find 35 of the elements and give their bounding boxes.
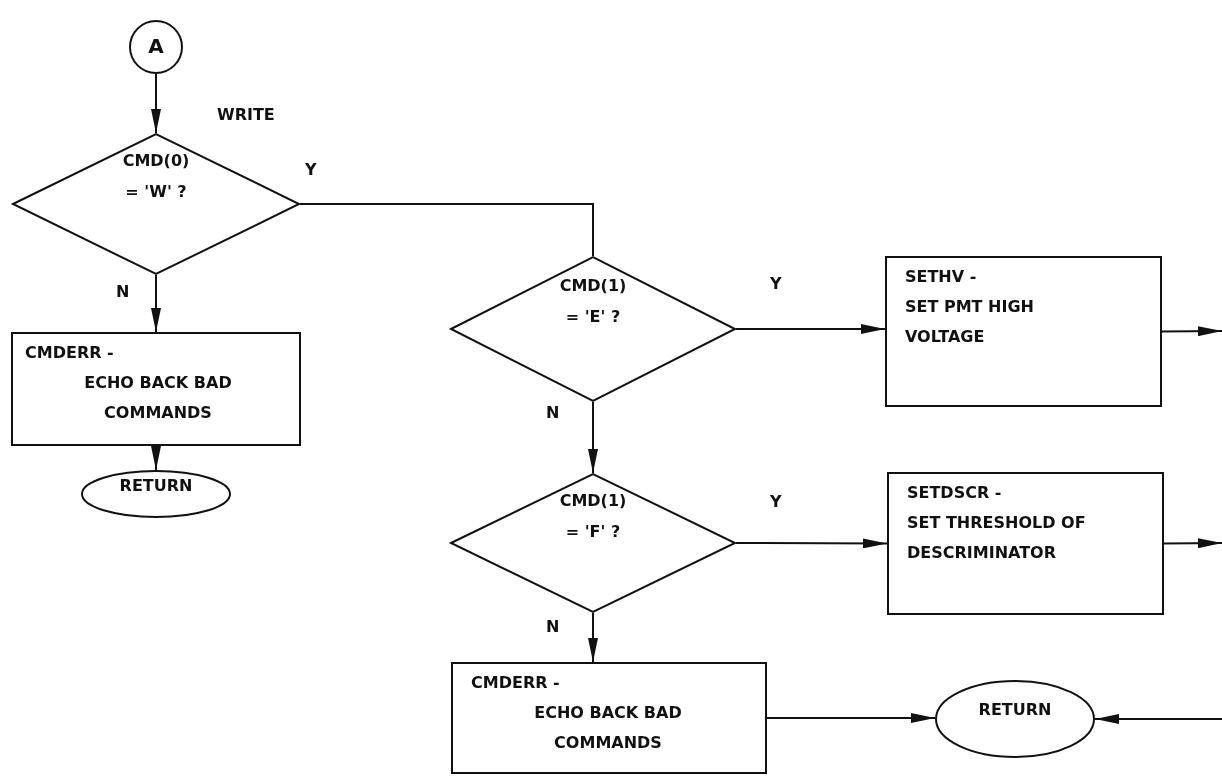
arrow (1163, 538, 1222, 549)
terminal-text: RETURN (118, 476, 194, 497)
process-box (11, 332, 301, 446)
connector-letter: A (147, 33, 165, 59)
arrow (151, 73, 161, 134)
process-description: SET PMT HIGH VOLTAGE (905, 296, 1035, 349)
process-description: ECHO BACK BAD COMMANDS (83, 372, 233, 425)
process-title: CMDERR - (25, 342, 115, 364)
arrow (151, 274, 161, 333)
process-title: SETDSCR - (907, 482, 1003, 504)
arrow (151, 445, 161, 471)
arrow (735, 324, 886, 334)
decision-text: CMD(0) = 'W' ? (121, 150, 191, 204)
arrow (766, 713, 936, 723)
arrow (735, 538, 888, 549)
arrow (1094, 714, 1222, 724)
process-box (451, 662, 767, 774)
decision-diamond (12, 133, 300, 275)
connector-circle (129, 20, 183, 74)
decision-diamond (450, 256, 736, 402)
arrow (588, 612, 598, 663)
terminal-oval (935, 680, 1095, 758)
terminal-text: RETURN (977, 700, 1053, 721)
process-title: SETHV - (905, 266, 978, 288)
decision-diamond (450, 473, 736, 613)
process-box (885, 256, 1162, 407)
terminal-oval (81, 470, 231, 518)
arrow (1161, 326, 1222, 337)
process-box (887, 472, 1164, 615)
process-description: ECHO BACK BAD COMMANDS (533, 702, 683, 755)
decision-text: CMD(1) = 'E' ? (558, 275, 628, 329)
decision-text: CMD(1) = 'F' ? (558, 490, 628, 544)
process-title: CMDERR - (471, 672, 561, 694)
arrow (588, 401, 598, 474)
process-description: SET THRESHOLD OF DESCRIMINATOR (907, 512, 1087, 565)
